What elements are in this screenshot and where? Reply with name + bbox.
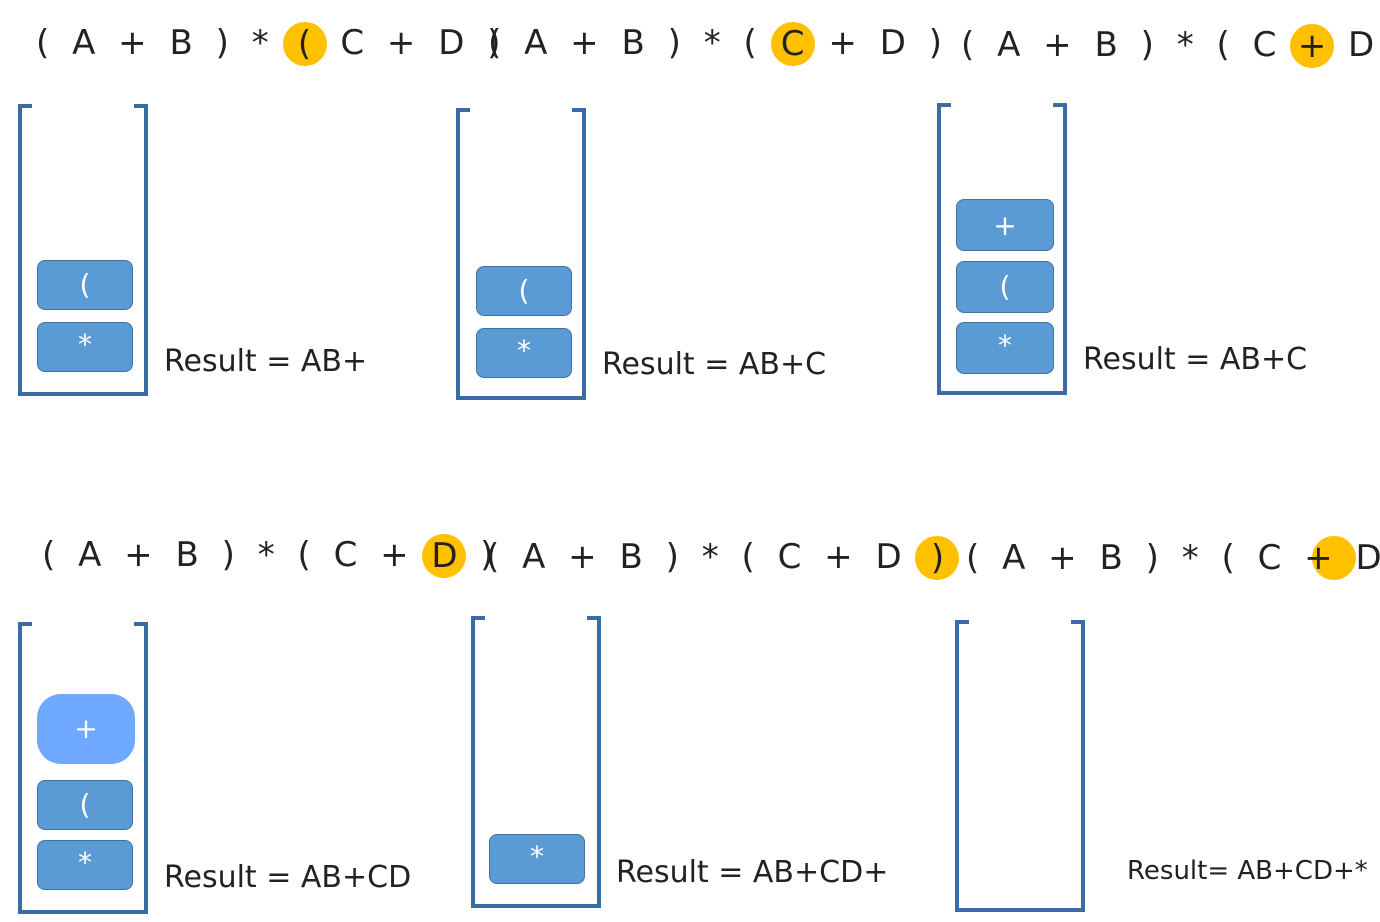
- token: B: [169, 22, 193, 63]
- result-text: Result = AB+CD+: [616, 855, 889, 890]
- stack-item: *: [476, 328, 572, 378]
- token: D: [1347, 24, 1375, 65]
- stack-item: *: [37, 322, 133, 372]
- expression: ( A + B ) * ( C + D ): [36, 534, 500, 578]
- token: C: [340, 22, 365, 63]
- token: +: [118, 22, 147, 63]
- expression: ( A + B ) * ( C + D ): [955, 24, 1380, 68]
- token: +: [828, 22, 857, 63]
- token: D: [875, 536, 902, 577]
- token: (: [1221, 538, 1235, 578]
- token: *: [251, 22, 269, 63]
- token: ): [928, 22, 942, 63]
- token: +: [1048, 538, 1077, 578]
- token: A: [524, 22, 548, 63]
- highlighted-token: +: [1290, 24, 1335, 68]
- token: (: [741, 536, 755, 577]
- stack-item: (: [476, 266, 572, 316]
- token: B: [1099, 538, 1123, 578]
- token: (: [36, 22, 50, 63]
- token: ): [221, 534, 235, 575]
- token: (: [42, 534, 56, 575]
- token: A: [1002, 538, 1026, 578]
- token: +: [570, 22, 599, 63]
- token: A: [997, 24, 1021, 65]
- token: *: [1176, 24, 1194, 65]
- token: (: [961, 24, 975, 65]
- token: *: [701, 536, 719, 577]
- token: ): [215, 22, 229, 63]
- stack-item: (: [37, 780, 133, 830]
- expression: ( A + B ) * ( C + D ): [480, 536, 960, 580]
- token: ): [480, 534, 494, 575]
- stack-container: ( *: [18, 104, 148, 396]
- token: A: [522, 536, 546, 577]
- token: ): [487, 22, 501, 63]
- token: B: [1094, 24, 1118, 65]
- stack-item: (: [956, 261, 1054, 313]
- result-text: Result= AB+CD+*: [1127, 856, 1368, 886]
- expression: ( A + B ) * ( C + D ): [30, 22, 506, 66]
- token: ): [1145, 538, 1159, 578]
- stack-container: + ( *: [937, 103, 1067, 395]
- end-marker-dot: [1312, 536, 1356, 580]
- token: C: [777, 536, 802, 577]
- token: +: [568, 536, 597, 577]
- token: A: [78, 534, 102, 575]
- token: D: [438, 22, 465, 63]
- token: +: [1043, 24, 1072, 65]
- expression: ( A + B ) * ( C + D ): [482, 22, 948, 66]
- token: C: [333, 534, 358, 575]
- token: +: [1304, 538, 1333, 578]
- token: A: [72, 22, 96, 63]
- token: (: [488, 22, 502, 63]
- token: D: [879, 22, 906, 63]
- token: ): [667, 22, 681, 63]
- token: +: [124, 534, 153, 575]
- token: *: [703, 22, 721, 63]
- token: B: [621, 22, 645, 63]
- token: +: [824, 536, 853, 577]
- token: B: [175, 534, 199, 575]
- stack-item: *: [489, 834, 585, 884]
- stack-container: + ( *: [18, 622, 148, 914]
- result-text: Result = AB+C: [1083, 342, 1308, 377]
- token: D: [1355, 538, 1380, 578]
- stack-item: *: [956, 322, 1054, 374]
- stack-container: ( *: [456, 108, 586, 400]
- result-text: Result = AB+C: [602, 347, 827, 382]
- token: (: [297, 534, 311, 575]
- stack-item: *: [37, 840, 133, 890]
- token: +: [386, 22, 416, 63]
- token: C: [1257, 538, 1282, 578]
- highlighted-token: (: [282, 22, 327, 66]
- highlighted-token: ): [915, 536, 960, 580]
- token: *: [257, 534, 275, 575]
- stack-container: [955, 620, 1085, 912]
- token: (: [486, 536, 500, 577]
- token: (: [1216, 24, 1230, 65]
- stack-item-active: +: [37, 694, 135, 764]
- result-text: Result = AB+: [164, 344, 368, 379]
- token: *: [1181, 538, 1199, 578]
- token: B: [619, 536, 643, 577]
- stack-container: *: [471, 616, 601, 908]
- stack-item: (: [37, 260, 133, 310]
- token: C: [1252, 24, 1277, 65]
- expression: ( A + B ) * ( C + D ): [960, 538, 1380, 578]
- stack-item: +: [956, 199, 1054, 251]
- token: ): [665, 536, 679, 577]
- token: +: [380, 534, 409, 575]
- highlighted-token: D: [422, 534, 467, 578]
- token: (: [743, 22, 757, 63]
- token: (: [966, 538, 980, 578]
- result-text: Result = AB+CD: [164, 860, 412, 895]
- highlighted-token: C: [770, 22, 815, 66]
- token: ): [1140, 24, 1154, 65]
